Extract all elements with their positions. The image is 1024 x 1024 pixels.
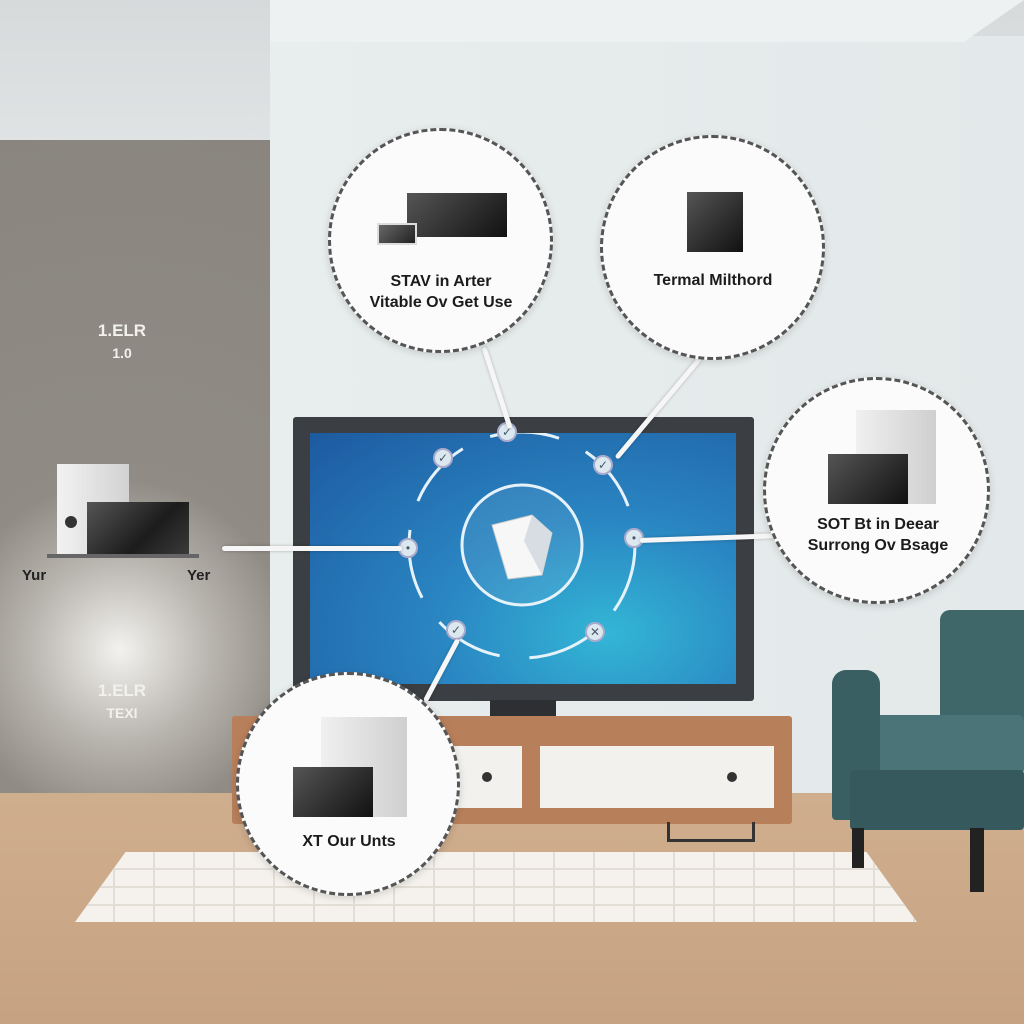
wall-label-top: 1.ELR 1.0 [62,320,182,364]
connection-diagram [407,430,637,660]
soundbar-icon [828,454,908,504]
drawer-knob [727,772,737,782]
bubble-text: Termal Milthord [653,272,773,289]
label-sub: TEXI [106,705,138,721]
check-node-icon: ✓ [593,455,613,475]
armchair-seat [852,715,1024,775]
tv-screen [310,430,736,684]
ceiling-strip [270,0,1024,42]
device-receiver-icon [407,193,507,237]
check-node-icon: ✓ [446,620,466,640]
bubble-line: Vitable Ov Get Use [369,294,513,311]
bubble-text: STAV in Arter Vitable Ov Get Use [341,271,541,313]
drawer-knob [482,772,492,782]
label-text: 1.ELR [97,681,147,700]
wall-label-bottom: 1.ELR TEXI [62,680,182,724]
cabinet-drawer[interactable] [452,746,522,808]
subwoofer-icon [687,192,743,252]
device-label-left: Yur [22,567,47,584]
armchair-leg [852,828,864,868]
label-text: 1.ELR [97,321,147,340]
check-node-icon: ✓ [433,448,453,468]
armchair-base [850,770,1024,830]
feature-bubble-1: STAV in Arter Vitable Ov Get Use [328,128,553,353]
x-node-icon: ✕ [585,622,605,642]
connector-line [222,546,402,551]
label-sub: 1.0 [112,345,132,361]
feature-bubble-2: Termal Milthord [600,135,825,360]
rug [75,852,917,922]
feature-bubble-3: SOT Bt in Deear Surrong Ov Bsage [763,377,990,604]
bubble-line: STAV in Arter [390,273,492,290]
armchair-leg [970,828,984,892]
speaker-cone [65,516,77,528]
device-shelf [47,554,199,558]
feature-bubble-4: XT Our Unts [236,672,460,896]
cabinet-drawer[interactable] [540,746,774,808]
bubble-line: SOT Bt in Deear [817,516,939,533]
bubble-text: SOT Bt in Deear Surrong Ov Bsage [778,514,978,556]
cube-icon-side [524,515,552,575]
soundbar-device [87,502,189,554]
cabinet-leg [667,822,755,842]
bubble-text: XT Our Unts [302,833,396,850]
bubble-line: Surrong Ov Bsage [807,537,949,554]
left-wall-panel [0,140,270,795]
soundbar-icon [293,767,373,817]
device-label-right: Yer [187,567,211,584]
device-small-icon [377,223,417,245]
